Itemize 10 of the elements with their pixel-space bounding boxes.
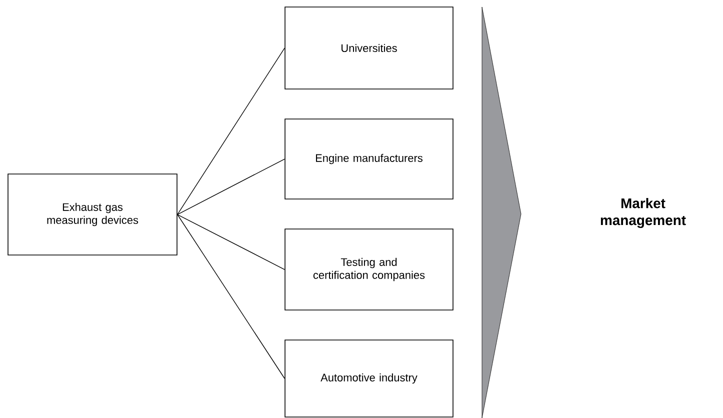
connector-line bbox=[177, 214, 285, 379]
section-label: Market management bbox=[600, 198, 686, 228]
box: Testing and certification companies bbox=[284, 228, 454, 310]
box: Engine manufacturers bbox=[284, 118, 454, 200]
box: Exhaust gas measuring devices bbox=[8, 174, 178, 256]
box: Automotive industry bbox=[284, 340, 454, 418]
connector-line bbox=[177, 214, 285, 270]
connector-line bbox=[177, 48, 285, 215]
connector-line bbox=[177, 158, 285, 215]
box: Universities bbox=[284, 6, 454, 90]
